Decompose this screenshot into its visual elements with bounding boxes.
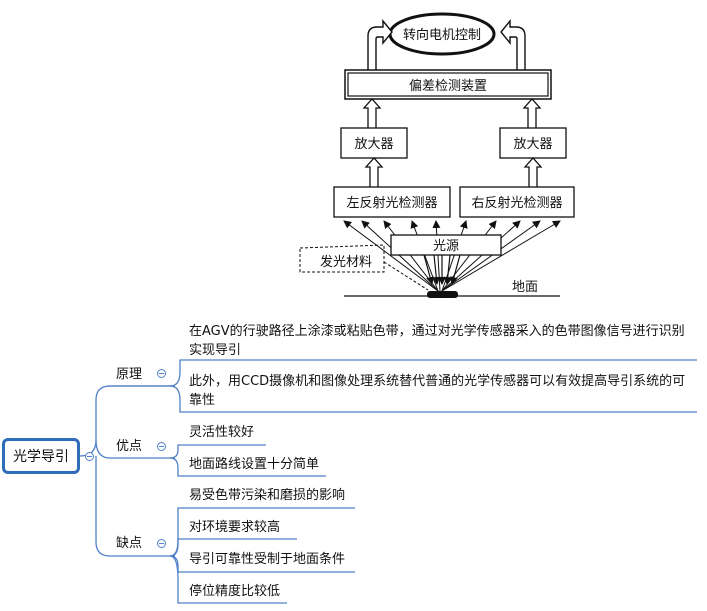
root-collapse-icon[interactable] [85, 452, 94, 461]
branch-advantages-collapse-icon[interactable] [157, 442, 166, 451]
right-up-arrow-2 [523, 157, 543, 187]
amplifier-right-label: 放大器 [513, 137, 552, 152]
disadvantage-item-4-text: 停位精度比较低 [189, 584, 281, 599]
right-detector-label: 右反射光检测器 [471, 195, 562, 211]
branch-principle-label: 原理 [116, 367, 143, 382]
left-up-arrow-2 [364, 157, 384, 187]
advantage-item-2[interactable]: 地面路线设置十分简单 [189, 455, 319, 474]
color-tape [427, 291, 458, 298]
branch-disadvantages[interactable]: 缺点 [116, 534, 142, 553]
left-up-arrow-1 [362, 98, 382, 128]
light-source-label: 光源 [433, 239, 459, 254]
root-label: 光学导引 [13, 449, 69, 465]
advantage-item-1[interactable]: 灵活性较好 [189, 423, 254, 442]
branch-advantages-label: 优点 [116, 439, 143, 454]
principle-item-1-text: 在AGV的行驶路径上涂漆或粘贴色带，通过对光学传感器采入的色带图像信号进行识别实… [189, 324, 685, 358]
steering-control-label: 转向电机控制 [403, 27, 481, 43]
disadvantage-item-3[interactable]: 导引可靠性受制于地面条件 [189, 550, 345, 569]
left-detector-label: 左反射光检测器 [346, 195, 437, 211]
branch-principle[interactable]: 原理 [116, 365, 142, 384]
right-up-arrow-1 [522, 98, 542, 128]
principle-item-1[interactable]: 在AGV的行驶路径上涂漆或粘贴色带，通过对光学传感器采入的色带图像信号进行识别实… [189, 322, 697, 360]
principle-item-2-text: 此外，用CCD摄像机和图像处理系统替代普通的光学传感器可以有效提高导引系统的可靠… [189, 374, 686, 408]
light-source-box [390, 234, 502, 256]
disadvantage-item-1-text: 易受色带污染和磨损的影响 [189, 488, 346, 503]
branch-disadvantages-collapse-icon[interactable] [157, 539, 166, 548]
technical-figure: 转向电机控制 偏差检测装置 放大器 放大器 左反射光检测器 右反射光检测器 [299, 12, 575, 298]
root-node[interactable]: 光学导引 [2, 438, 80, 474]
disadvantage-item-1[interactable]: 易受色带污染和磨损的影响 [189, 486, 345, 505]
left-curved-arrow [367, 19, 393, 70]
right-curved-arrow [500, 19, 526, 70]
amplifier-left-label: 放大器 [354, 137, 393, 152]
disadvantage-item-4[interactable]: 停位精度比较低 [189, 582, 280, 601]
branch-advantages[interactable]: 优点 [116, 437, 142, 456]
branch-principle-collapse-icon[interactable] [157, 369, 166, 378]
right-detector-box [459, 186, 575, 218]
luminous-material-callout [299, 244, 385, 273]
deviation-device-outer [344, 69, 552, 100]
luminous-material-label: 发光材料 [320, 254, 372, 270]
deviation-device-inner [347, 72, 549, 97]
left-detector-box [333, 186, 451, 218]
principle-item-2[interactable]: 此外，用CCD摄像机和图像处理系统替代普通的光学传感器可以有效提高导引系统的可靠… [189, 372, 697, 410]
incident-rays [423, 254, 461, 285]
branch-disadvantages-label: 缺点 [116, 536, 143, 551]
disadvantage-item-2-text: 对环境要求较高 [189, 520, 281, 535]
disadvantage-item-3-text: 导引可靠性受制于地面条件 [189, 552, 346, 567]
disadvantage-item-2[interactable]: 对环境要求较高 [189, 518, 280, 537]
ground-label: 地面 [512, 280, 538, 295]
deviation-device-label: 偏差检测装置 [409, 79, 487, 94]
amplifier-right-box [499, 127, 567, 159]
advantage-item-2-text: 地面路线设置十分简单 [189, 457, 320, 472]
advantage-item-1-text: 灵活性较好 [189, 425, 255, 440]
